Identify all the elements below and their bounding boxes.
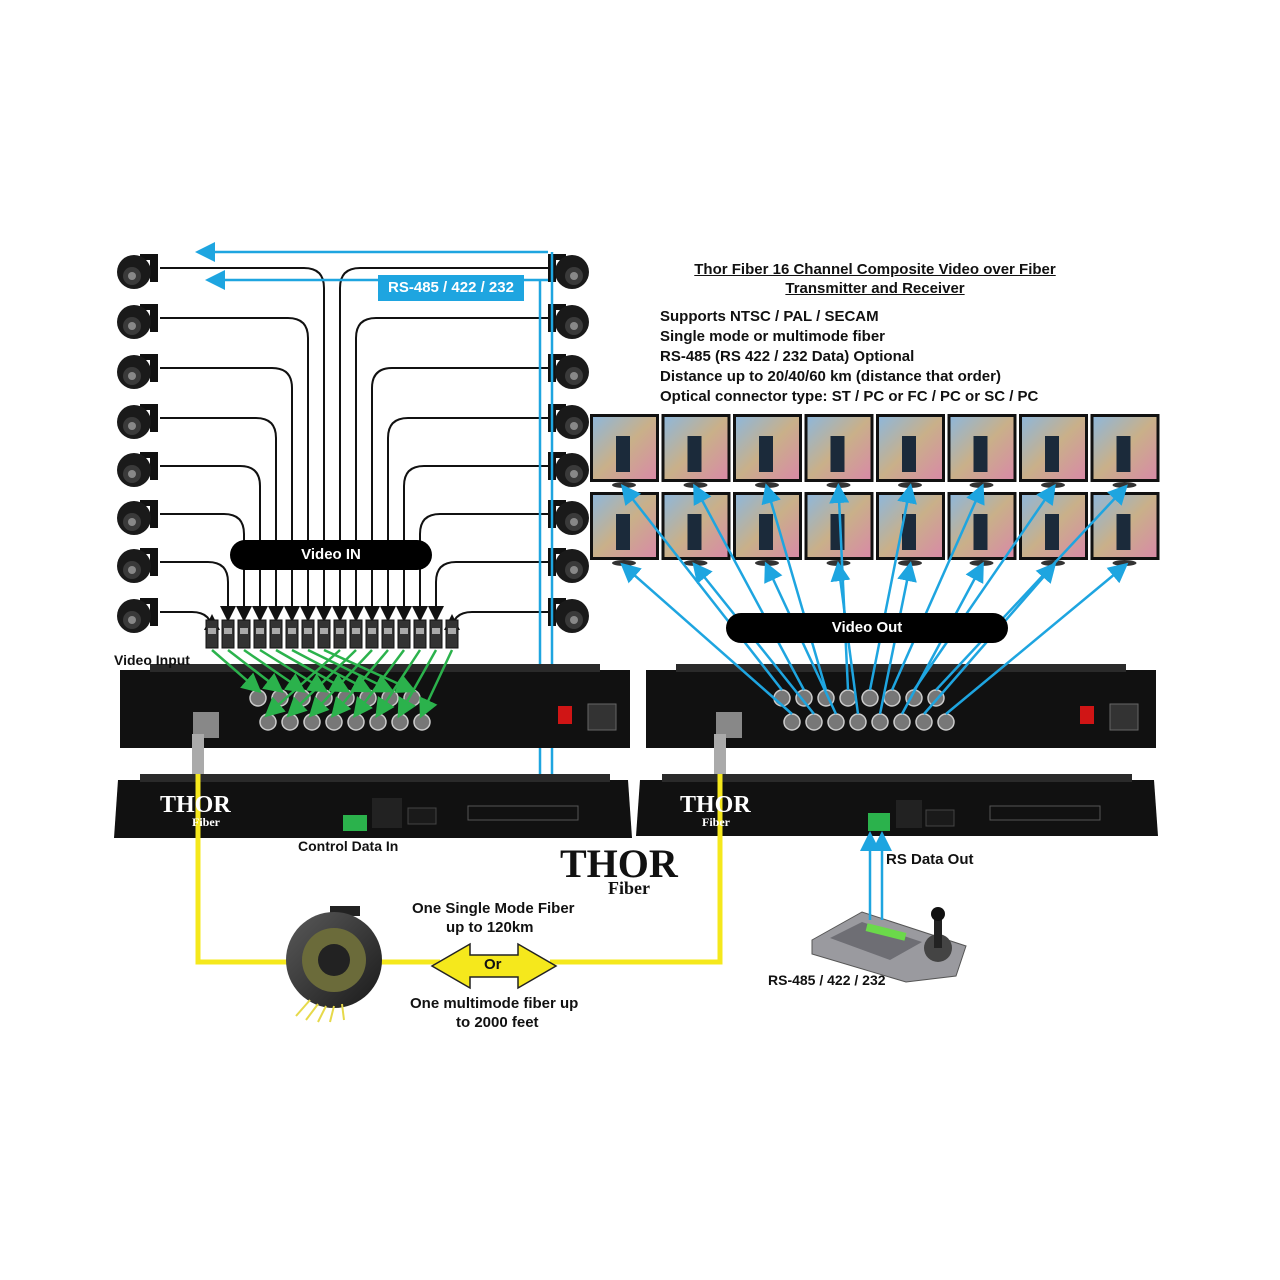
bnc-port (839, 689, 857, 707)
bnc-port (861, 689, 879, 707)
ptz-camera (117, 500, 158, 535)
bnc-port (315, 689, 333, 707)
bnc-port (391, 713, 409, 731)
rs-data-out-label: RS Data Out (886, 851, 974, 868)
rs-data-out-lines (860, 831, 892, 920)
monitor (590, 492, 659, 566)
monitor (1019, 414, 1088, 488)
transmitter-optical-unit (114, 774, 632, 838)
monitor (733, 492, 802, 566)
feature-2: Single mode or multimode fiber (660, 328, 886, 345)
ptz-camera (548, 254, 589, 289)
bnc-port (783, 713, 801, 731)
bnc-port (325, 713, 343, 731)
monitor (1090, 492, 1160, 566)
feature-3: RS-485 (RS 422 / 232 Data) Optional (660, 348, 915, 365)
bnc-port (937, 713, 955, 731)
single-mode-label-1: One Single Mode Fiber (412, 900, 575, 917)
ptz-camera (548, 304, 589, 339)
single-mode-label-2: up to 120km (446, 919, 534, 936)
bnc-port (369, 713, 387, 731)
ptz-camera (548, 548, 589, 583)
monitor (661, 492, 731, 566)
ptz-camera (548, 500, 589, 535)
video-out-pill: Video Out (726, 613, 1008, 643)
ptz-camera (548, 598, 589, 633)
video-input-label: Video Input (114, 652, 190, 668)
video-input-links (211, 648, 454, 719)
bnc-port (281, 713, 299, 731)
monitor (876, 492, 945, 566)
ptz-camera (548, 452, 589, 487)
video-in-pill: Video IN (230, 540, 432, 570)
camera-column-right (548, 254, 589, 633)
center-logo-sub: Fiber (608, 878, 650, 898)
bnc-port (893, 713, 911, 731)
bnc-connector-strip (205, 619, 459, 649)
feature-1: Supports NTSC / PAL / SECAM (660, 308, 879, 325)
rx-logo-sub: Fiber (702, 815, 730, 829)
monitor (876, 414, 945, 488)
monitor (1019, 492, 1088, 566)
ptz-camera (117, 304, 158, 339)
tx-logo-sub: Fiber (192, 815, 220, 829)
bnc-port (795, 689, 813, 707)
fiber-link (195, 738, 723, 965)
monitor (804, 414, 874, 488)
receiver-optical-unit (636, 774, 1158, 836)
rs-keyboard-label: RS-485 / 422 / 232 (768, 972, 886, 988)
ptz-camera (117, 404, 158, 439)
ptz-camera (548, 354, 589, 389)
or-label: Or (484, 956, 502, 973)
bnc-port (871, 713, 889, 731)
rx-logo: THOR (680, 792, 751, 818)
multimode-label-1: One multimode fiber up (410, 995, 579, 1012)
monitor (1090, 414, 1160, 488)
monitor (661, 414, 731, 488)
feature-4: Distance up to 20/40/60 km (distance tha… (660, 368, 1001, 385)
bnc-port (413, 713, 431, 731)
or-arrow (430, 942, 558, 990)
ptz-camera (117, 548, 158, 583)
diagram-title-line1: Thor Fiber 16 Channel Composite Video ov… (694, 261, 1056, 278)
rs485-badge: RS-485 / 422 / 232 (378, 275, 524, 301)
bnc-port (259, 713, 277, 731)
ptz-camera (117, 254, 158, 289)
diagram-title-line2: Transmitter and Receiver (785, 280, 965, 297)
ptz-camera (117, 452, 158, 487)
bnc-port (303, 713, 321, 731)
bnc-port (805, 713, 823, 731)
monitor (947, 414, 1017, 488)
bnc-port (849, 713, 867, 731)
bnc-port (915, 713, 933, 731)
multimode-label-2: to 2000 feet (456, 1014, 539, 1031)
monitor (590, 414, 659, 488)
ptz-camera (117, 354, 158, 389)
monitor (733, 414, 802, 488)
camera-cables (160, 267, 548, 633)
camera-column-left (117, 254, 158, 633)
fiber-reel (286, 906, 382, 1023)
bnc-port (347, 713, 365, 731)
control-data-in-label: Control Data In (298, 838, 399, 854)
tx-logo: THOR (160, 792, 231, 818)
center-logo: THOR (560, 841, 678, 886)
rs-keyboard-controller (811, 907, 967, 983)
ptz-camera (117, 598, 158, 633)
ptz-camera (548, 404, 589, 439)
feature-5: Optical connector type: ST / PC or FC / … (660, 388, 1039, 405)
bnc-port (883, 689, 901, 707)
bnc-port (249, 689, 267, 707)
fiber-connectors (192, 734, 726, 774)
bnc-port (827, 713, 845, 731)
